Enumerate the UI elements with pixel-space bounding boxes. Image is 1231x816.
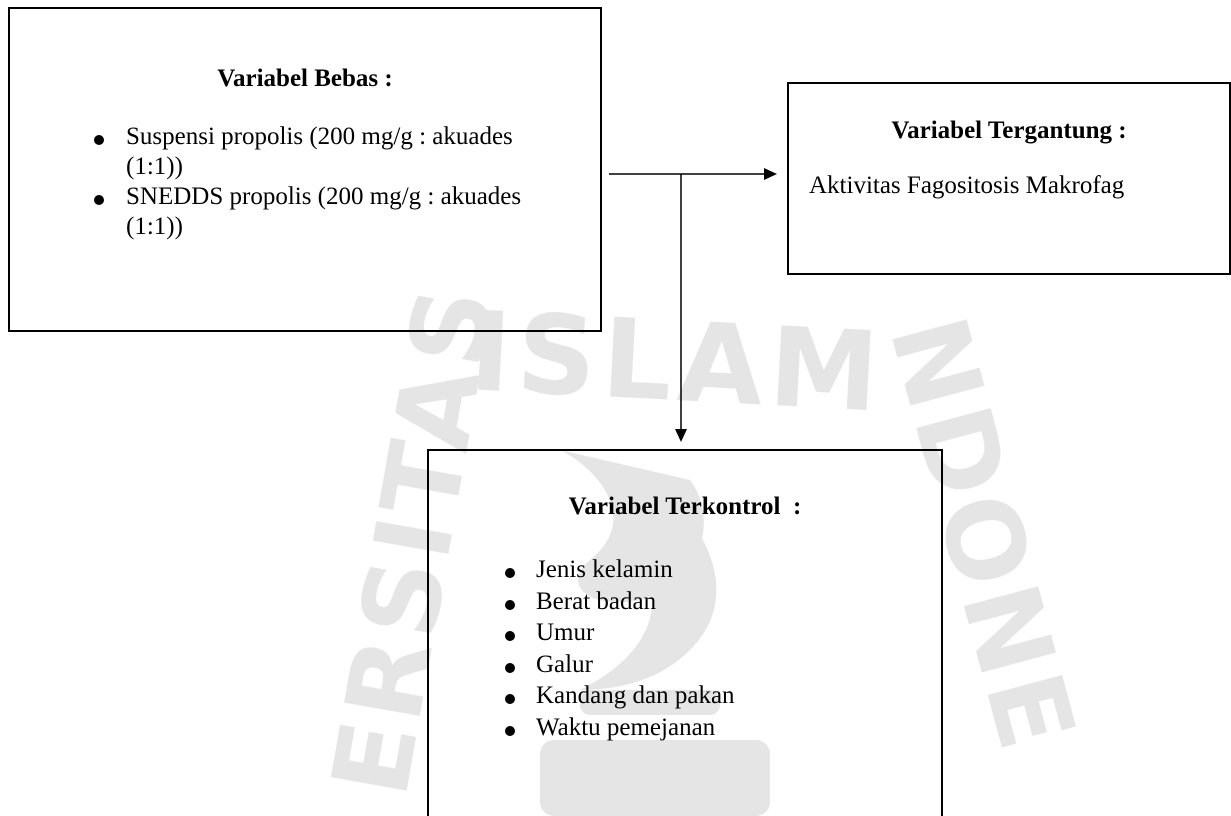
- independent-variable-box: Variabel Bebas : Suspensi propolis (200 …: [8, 7, 602, 332]
- list-item: Umur: [505, 617, 735, 649]
- list-item: Galur: [505, 649, 735, 681]
- bullet-icon: [505, 631, 515, 641]
- bullet-icon: [505, 694, 515, 704]
- controlled-variable-title: Variabel Terkontrol :: [568, 493, 802, 520]
- independent-variable-list: Suspensi propolis (200 mg/g : akuades (1…: [94, 122, 566, 242]
- bullet-icon: [94, 195, 104, 205]
- list-item: Waktu pemejanan: [505, 712, 735, 744]
- list-item: Berat badan: [505, 586, 735, 618]
- controlled-variable-box: Variabel Terkontrol : Jenis kelamin Bera…: [427, 449, 943, 816]
- dependent-variable-text: Aktivitas Fagositosis Makrofag: [809, 172, 1125, 199]
- bullet-icon: [505, 725, 515, 736]
- dependent-variable-box: Variabel Tergantung : Aktivitas Fagosito…: [787, 82, 1231, 275]
- list-item: SNEDDS propolis (200 mg/g : akuades (1:1…: [94, 182, 566, 242]
- bullet-icon: [505, 599, 515, 610]
- controlled-variable-list: Jenis kelamin Berat badan Umur Galur Kan…: [505, 554, 735, 744]
- independent-variable-title: Variabel Bebas :: [217, 65, 393, 92]
- arrowhead-down: [675, 429, 687, 442]
- bullet-icon: [505, 662, 515, 673]
- list-item: Kandang dan pakan: [505, 680, 735, 712]
- list-item: Jenis kelamin: [505, 554, 735, 586]
- arrowhead-right: [764, 168, 777, 180]
- bullet-icon: [505, 568, 515, 578]
- bullet-icon: [94, 135, 104, 145]
- list-item: Suspensi propolis (200 mg/g : akuades (1…: [94, 122, 566, 182]
- dependent-variable-title: Variabel Tergantung :: [891, 117, 1127, 144]
